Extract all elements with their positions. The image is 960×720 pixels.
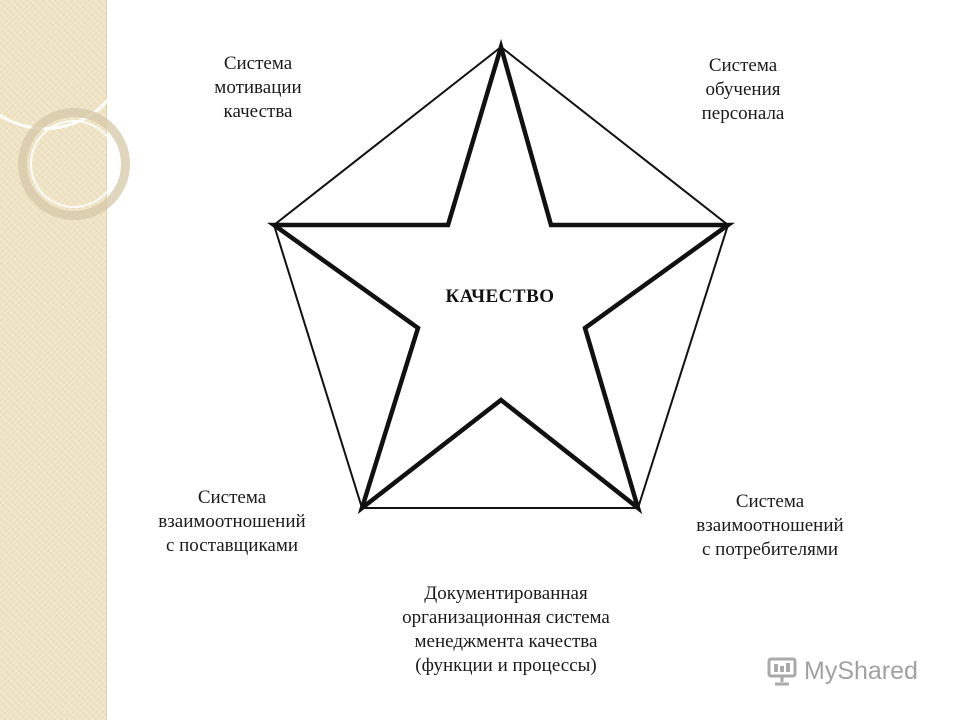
presentation-screen-icon [766,655,798,687]
decorative-ring-icon [30,120,118,208]
decorative-ring-icon [18,108,130,220]
vertex-label-top-right: Система обучения персонала [701,55,785,124]
vertex-label-bottom-right: Система взаимоотношений с потребителями [696,491,844,560]
vertex-label-bottom-left: Система взаимоотношений с поставщиками [158,487,306,556]
center-label: КАЧЕСТВО [445,286,555,307]
vertex-label-top-left: Система мотивации качества [214,53,302,122]
decorative-side-panel [0,0,130,720]
vertex-label-bottom-center: Документированная организационная систем… [402,583,610,676]
pentagon-outline [272,45,730,509]
watermark: MyShared [766,655,918,687]
watermark-text: MyShared [804,656,918,685]
star-outline [266,38,735,515]
